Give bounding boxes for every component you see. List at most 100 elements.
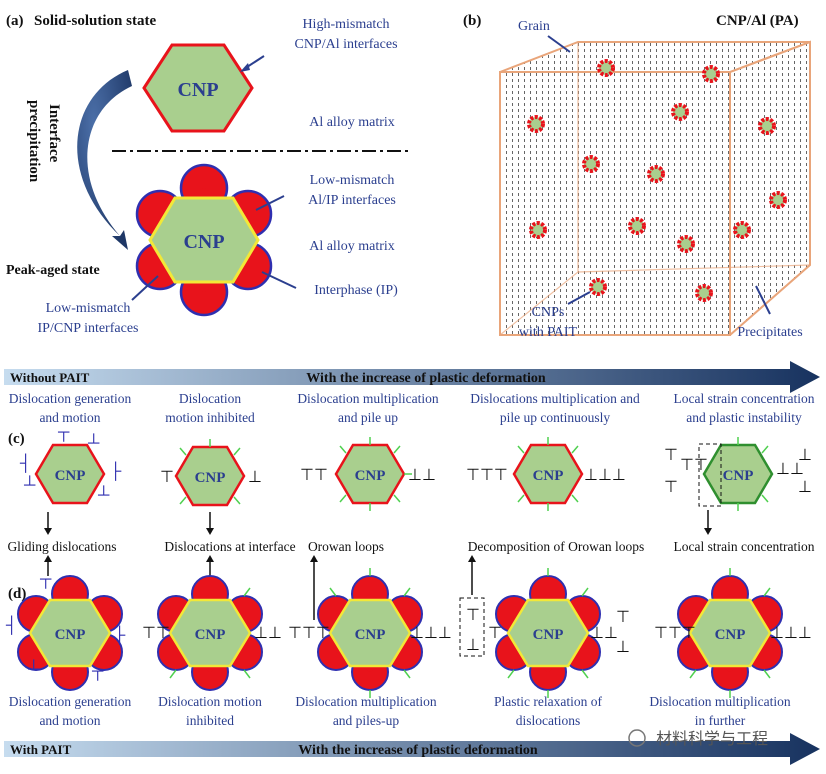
c-caption-3: Orowan loops	[308, 539, 384, 554]
cnp-particles	[527, 59, 787, 302]
cnps-label-line2: with PAIT	[519, 325, 578, 340]
wechat-icon	[628, 729, 646, 747]
black-dislocations: ⊤⊥ ⊤⊤⊥⊥ ⊤⊤⊤⊥⊥⊥ ⊤⊤⊤⊤ ⊥⊥⊥⊥	[160, 447, 812, 496]
c-cnp-4	[512, 443, 584, 505]
strain-box	[698, 443, 722, 507]
svg-text:┬: ┬	[39, 571, 52, 590]
arrow-head	[240, 63, 250, 72]
d-cnp-label: CNP	[195, 627, 226, 643]
pointer-arrow	[547, 35, 571, 53]
c-caption-5: Local strain concentration	[674, 539, 815, 554]
svg-text:┬: ┬	[57, 424, 70, 443]
watermark-text: 材料科学与工程	[656, 729, 768, 748]
d-caption-2-line1: Dislocation motion	[158, 694, 262, 709]
c-cnp-label: CNP	[195, 470, 226, 486]
d-caption-5-line1: Dislocation multiplication	[649, 694, 791, 709]
pointer-arrow	[755, 285, 771, 315]
c-cnp-label: CNP	[355, 468, 386, 484]
cnp-particle	[589, 278, 607, 296]
d-cnp-label: CNP	[533, 627, 564, 643]
d-up-arrows	[47, 560, 473, 620]
precipitates-label: Precipitates	[737, 325, 802, 340]
svg-text:┴: ┴	[87, 433, 100, 452]
c-caption-2: Dislocations at interface	[164, 539, 295, 554]
svg-text:⊥⊥: ⊥⊥	[776, 461, 804, 478]
svg-text:⊤⊤⊤: ⊤⊤⊤	[288, 625, 330, 642]
c-arrow-heads	[44, 528, 712, 535]
with-pait-label: With PAIT	[10, 742, 72, 757]
svg-text:⊤: ⊤	[664, 479, 678, 496]
grain-label: Grain	[518, 19, 550, 34]
svg-text:⊤: ⊤	[664, 447, 678, 464]
low-mismatch-al-line2: Al/IP interfaces	[308, 193, 396, 208]
row-d-label: (d)	[8, 586, 26, 602]
c-cnp-label: CNP	[55, 468, 86, 484]
cnp-particle	[758, 117, 776, 135]
bottom-deformation-arrow: With PAIT With the increase of plastic d…	[4, 733, 820, 765]
d-caption-5-line2: in further	[695, 713, 746, 728]
svg-text:┤: ┤	[19, 453, 31, 473]
blue-dislocations: ┬┤├┴┬	[5, 571, 126, 682]
svg-text:┤: ┤	[5, 615, 17, 635]
c-cnp-label: CNP	[533, 468, 564, 484]
top-deformation-arrow: Without PAIT With the increase of plasti…	[4, 361, 820, 393]
row-c: (c) Dislocation generation and motion Di…	[7, 391, 814, 554]
svg-text:⊤: ⊤	[160, 469, 174, 486]
top-arrow-title: With the increase of plastic deformation	[306, 371, 546, 386]
c-heading-3-line2: and pile up	[338, 410, 398, 425]
pointer-arrow	[255, 195, 285, 211]
d-cnp-label: CNP	[715, 627, 746, 643]
cnp-particle	[733, 221, 751, 239]
svg-text:⊥: ⊥	[798, 447, 812, 464]
svg-text:⊤: ⊤	[616, 609, 630, 626]
d-caption-3-line2: and piles-up	[333, 713, 400, 728]
svg-text:⊤⊤⊤: ⊤⊤⊤	[466, 467, 508, 484]
svg-text:┴: ┴	[27, 659, 40, 678]
green-dislocation-marks	[169, 568, 771, 698]
interphase-label: Interphase (IP)	[314, 283, 398, 298]
svg-text:⊥⊥: ⊥⊥	[590, 625, 618, 642]
d-cnp-label: CNP	[55, 627, 86, 643]
cnp-particle	[597, 59, 615, 77]
d-cnp-label: CNP	[355, 627, 386, 643]
svg-text:⊥: ⊥	[616, 639, 630, 656]
svg-text:⊥: ⊥	[248, 469, 262, 486]
c-cnp-1	[34, 443, 106, 505]
svg-text:⊤: ⊤	[466, 607, 480, 624]
relaxation-box	[459, 597, 485, 657]
svg-text:┴: ┴	[97, 485, 110, 504]
without-pait-label: Without PAIT	[10, 370, 90, 385]
cnps-label-line1: CNPs	[532, 305, 565, 320]
cnp-hexagon-solid-solution	[142, 43, 254, 133]
blue-dislocations: ┬┴┤├┴┴	[19, 424, 122, 504]
panel-a: (a) Solid-solution state CNP High-mismat…	[6, 13, 412, 336]
svg-text:⊥⊥: ⊥⊥	[408, 467, 436, 484]
high-mismatch-line1: High-mismatch	[302, 17, 389, 32]
c-heading-4-line2: pile up continuously	[500, 410, 610, 425]
matrix-label-bottom: Al alloy matrix	[309, 239, 395, 254]
black-dislocations: ⊤⊤⊥⊥ ⊤⊤⊤⊥⊥⊥ ⊤⊥⊤ ⊥⊥⊤⊥ ⊤⊤⊤⊥⊥⊥	[142, 607, 812, 656]
cnp-particle	[582, 155, 600, 173]
svg-text:⊤⊤⊤: ⊤⊤⊤	[654, 625, 696, 642]
peak-aged-label: Peak-aged state	[6, 263, 100, 278]
svg-text:⊥⊥⊥: ⊥⊥⊥	[410, 625, 452, 642]
svg-text:⊥⊥⊥: ⊥⊥⊥	[770, 625, 812, 642]
panel-b-label: (b)	[463, 13, 481, 29]
d-cnp-1	[17, 575, 123, 691]
c-heading-4-line1: Dislocations multiplication and	[470, 391, 640, 406]
cnp-particle	[671, 103, 689, 121]
bottom-arrow-title: With the increase of plastic deformation	[298, 743, 538, 758]
watermark: 材料科学与工程	[628, 729, 768, 748]
cnp-particle	[647, 165, 665, 183]
pointer-arrow	[131, 275, 159, 301]
svg-text:┴: ┴	[23, 475, 36, 494]
grain-cube-fill	[500, 42, 810, 335]
matrix-label-top: Al alloy matrix	[309, 115, 395, 130]
c-heading-5-line2: and plastic instability	[686, 410, 802, 425]
svg-text:├: ├	[110, 461, 122, 481]
green-dislocation-marks	[179, 437, 769, 511]
grain-cube-edges	[499, 40, 811, 336]
c-heading-5-line1: Local strain concentration	[674, 391, 815, 406]
row-d: (d) CNP CNP	[5, 555, 812, 728]
